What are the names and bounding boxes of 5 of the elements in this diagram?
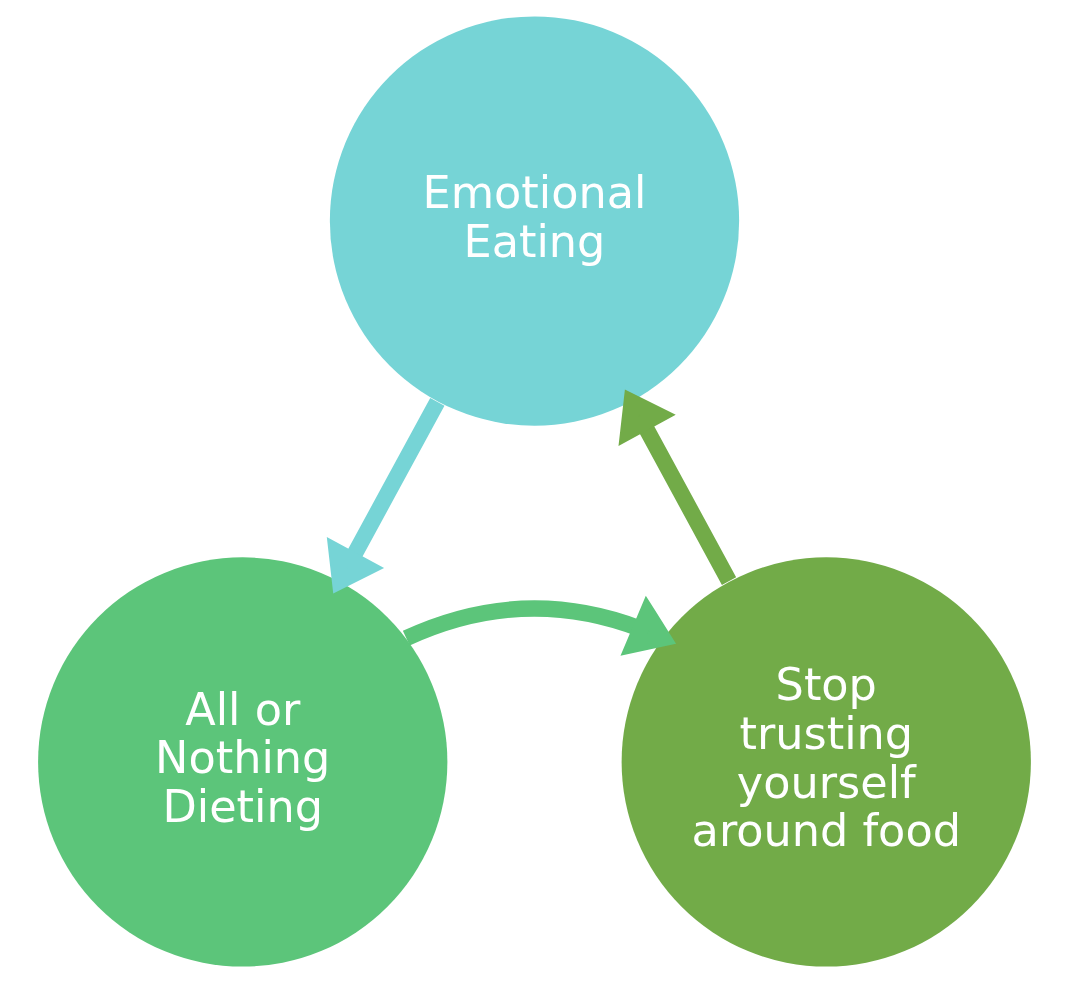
arrow <box>326 397 445 594</box>
arrow <box>403 595 677 656</box>
node-circle: Emotional Eating <box>329 16 740 426</box>
node-circle: All or Nothing Dieting <box>38 557 448 967</box>
arrow <box>618 389 737 585</box>
